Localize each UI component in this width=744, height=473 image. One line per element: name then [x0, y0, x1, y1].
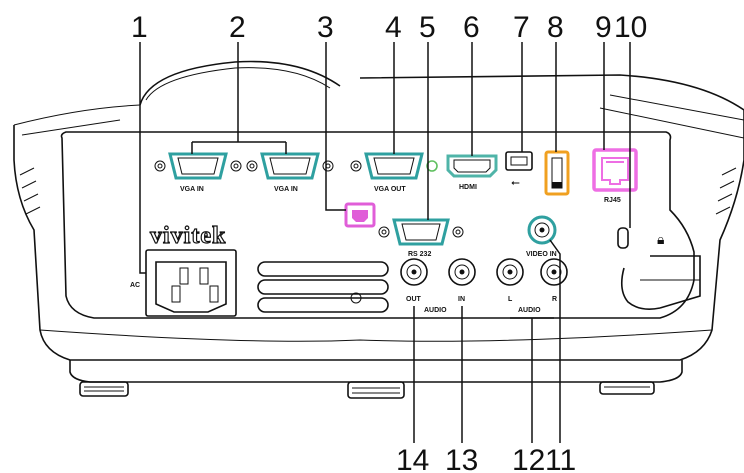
usb-a-port	[544, 150, 570, 196]
label-vga-in-2: VGA IN	[274, 186, 298, 193]
ac-power-inlet	[145, 249, 237, 317]
callout-7: 7	[513, 11, 530, 44]
vga-in-port-2	[246, 152, 334, 180]
callout-8: 8	[547, 11, 564, 44]
label-ac: AC	[130, 282, 140, 289]
callout-10: 10	[614, 11, 647, 44]
label-hdmi: HDMI	[459, 184, 477, 191]
audio-out-jack	[400, 258, 428, 286]
vga-in-port-1	[154, 152, 242, 180]
label-audio-l: L	[508, 296, 513, 303]
hdmi-port	[446, 154, 498, 178]
callout-1: 1	[131, 11, 148, 44]
rs232-port	[378, 218, 464, 246]
rj45-port	[592, 148, 638, 192]
callout-9: 9	[595, 11, 612, 44]
label-audio-out: OUT	[406, 296, 422, 303]
callout-12: 12	[512, 444, 545, 473]
label-rs232: RS 232	[408, 251, 431, 258]
usb-b-port	[344, 202, 376, 228]
callout-3: 3	[317, 11, 334, 44]
callout-14: 14	[396, 444, 429, 473]
audio-in-jack	[448, 258, 476, 286]
label-audio-group-left: AUDIO	[424, 307, 447, 314]
callout-numbers: 1 2 3 4 5 6 7 8 9 10 14 13 12 11	[131, 11, 647, 473]
brand-logo: vivitek	[150, 223, 226, 249]
callout-2: 2	[229, 11, 246, 44]
label-audio-r: R	[552, 296, 557, 303]
kensington-lock-slot: 🔒︎	[617, 227, 701, 310]
video-in-jack	[527, 215, 557, 245]
label-rj45: RJ45	[604, 197, 621, 204]
callout-13: 13	[445, 444, 478, 473]
callout-5: 5	[419, 11, 436, 44]
label-audio-in: IN	[458, 296, 465, 303]
callout-leader-lines	[139, 42, 631, 443]
callout-11: 11	[545, 444, 576, 473]
audio-right-jack	[540, 258, 568, 286]
usb-icon: ⭠	[511, 176, 520, 189]
mini-usb-port: ⭠	[505, 151, 533, 189]
callout-4: 4	[385, 11, 402, 44]
vga-out-port	[350, 152, 438, 180]
label-video-in: VIDEO IN	[526, 251, 557, 258]
label-audio-group-right: AUDIO	[518, 307, 541, 314]
projector-body	[13, 60, 744, 399]
audio-left-jack	[496, 258, 524, 286]
lock-icon: 🔒︎	[657, 232, 664, 248]
label-vga-out: VGA OUT	[374, 186, 406, 193]
label-vga-in-1: VGA IN	[180, 186, 204, 193]
callout-6: 6	[463, 11, 480, 44]
vent-grille	[257, 261, 389, 313]
